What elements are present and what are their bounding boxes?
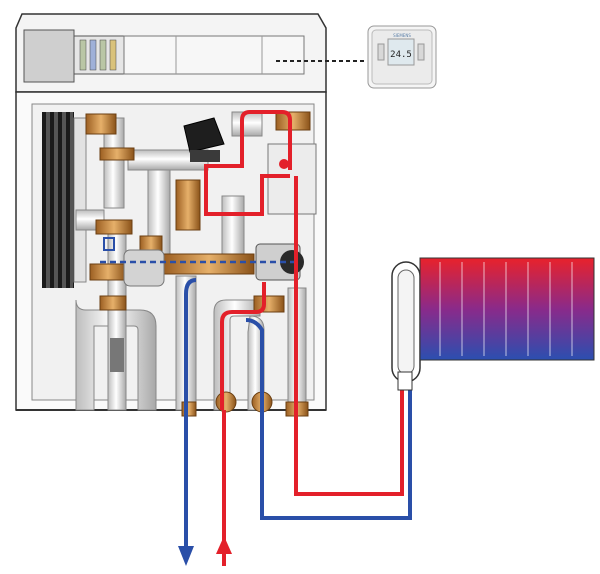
return-circuit (184, 278, 264, 410)
thermostat-button-left (377, 43, 385, 61)
radiator (391, 257, 595, 391)
thermostat-button-right (417, 43, 425, 61)
thermostat-temperature: 24.5 (390, 50, 412, 60)
terminal-strip (73, 35, 125, 75)
down-arrow-icon (178, 546, 194, 566)
mixing-valve-body (123, 249, 165, 287)
hot-supply-circuit (204, 110, 292, 410)
thermostat-display (387, 38, 415, 66)
outlet-flow (178, 410, 194, 566)
inlet-flow (216, 410, 232, 566)
plate-heat-exchanger (42, 112, 87, 288)
indicator-light (279, 159, 289, 169)
external-return-pipe (260, 390, 412, 520)
valve-actuator (183, 117, 225, 162)
thermostat-brand: SIEMENS (393, 33, 411, 38)
brass-fittings (85, 111, 311, 417)
external-supply-pipe (294, 176, 404, 496)
room-thermostat: SIEMENS 24.5 (367, 25, 437, 89)
up-arrow-icon (216, 536, 232, 554)
